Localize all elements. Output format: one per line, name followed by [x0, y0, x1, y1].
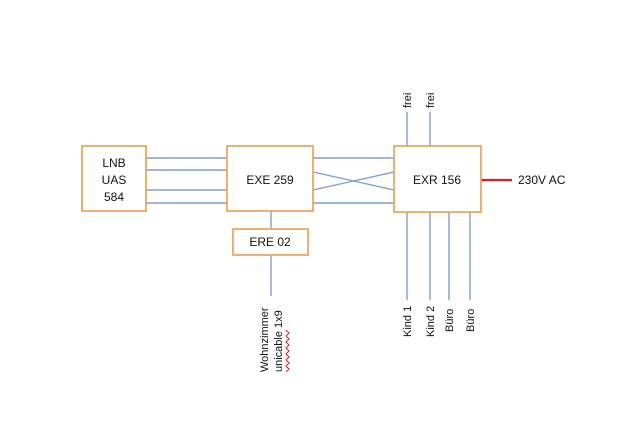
lnb-label-line1: LNB: [102, 156, 125, 170]
exe-label: EXE 259: [246, 173, 294, 187]
ere-output-label-2: unicable 1x9: [273, 310, 285, 372]
lnb-exe-connections: [146, 157, 227, 204]
exr-label: EXR 156: [413, 173, 461, 187]
exe-node: EXE 259: [226, 145, 314, 212]
exr-bottom-outputs: [406, 212, 471, 300]
exr-box: [393, 145, 482, 213]
exe-exr-connections: [312, 157, 395, 204]
bottom-output-label-4: Büro: [465, 309, 477, 332]
power-label: 230V AC: [518, 173, 566, 187]
bottom-output-label-3: Büro: [444, 309, 456, 332]
exr-node: EXR 156: [393, 145, 482, 213]
lnb-label-line2: UAS: [102, 173, 127, 187]
lnb-label-line3: 584: [104, 190, 124, 204]
ere-node: ERE 02: [232, 228, 309, 256]
exe-box: [226, 145, 314, 212]
top-output-label-2: frei: [425, 93, 437, 108]
exe-exr-cross-line: [312, 171, 395, 191]
top-output-label-1: frei: [402, 93, 414, 108]
ere-output-label-1: Wohnzimmer: [259, 307, 271, 372]
bottom-output-label-2: Kind 2: [425, 306, 437, 337]
bottom-output-label-1: Kind 1: [402, 306, 414, 337]
ere-box: [232, 228, 309, 256]
exr-top-outputs: [406, 112, 431, 146]
spellcheck-underline: [285, 329, 290, 373]
ere-label: ERE 02: [249, 235, 291, 249]
lnb-node: LNB UAS 584: [81, 145, 147, 212]
lnb-box: [81, 145, 147, 212]
